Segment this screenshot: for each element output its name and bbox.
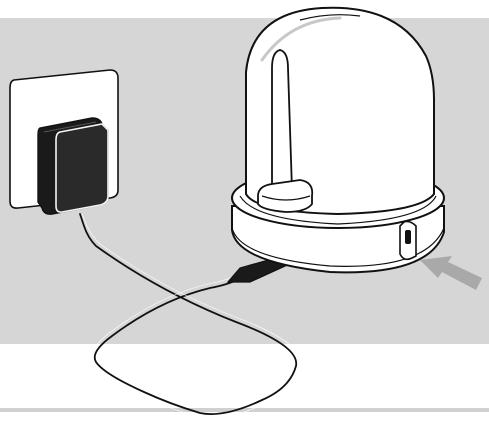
power-cable-icon bbox=[79, 213, 301, 419]
power-adapter-icon bbox=[37, 117, 109, 215]
power-port-icon bbox=[399, 220, 417, 261]
insert-arrow-icon bbox=[420, 256, 482, 290]
antenna-icon bbox=[257, 49, 314, 213]
